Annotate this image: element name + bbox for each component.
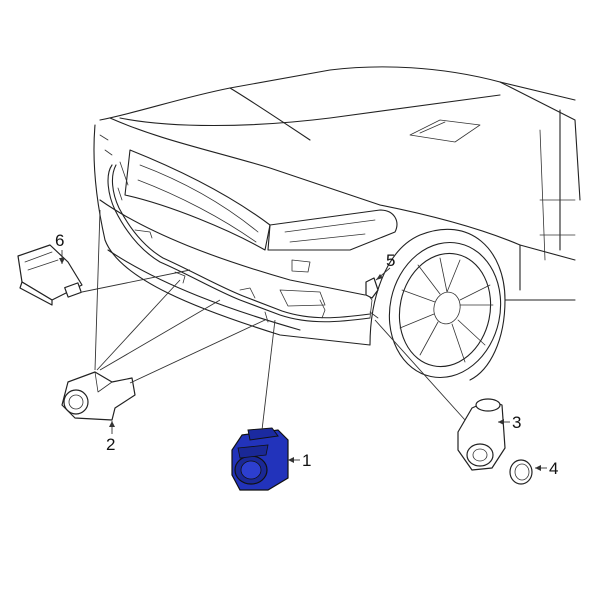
sensor-bracket[interactable] (61, 371, 136, 421)
callout-6: 6 (55, 231, 64, 250)
sensor-bezel-ring[interactable] (509, 459, 533, 485)
vehicle-outline (93, 66, 581, 381)
parking-aid-sensor[interactable] (231, 427, 289, 491)
leader-lines (59, 209, 547, 471)
wiring-harness-connector[interactable] (365, 277, 379, 299)
callout-4: 4 (549, 459, 558, 478)
callout-3: 3 (512, 413, 521, 432)
sensor-retainer[interactable] (457, 398, 506, 471)
callout-1: 1 (302, 451, 311, 470)
callout-2: 2 (106, 435, 115, 454)
callout-5: 5 (386, 251, 395, 270)
parking-aid-module[interactable] (17, 244, 83, 306)
